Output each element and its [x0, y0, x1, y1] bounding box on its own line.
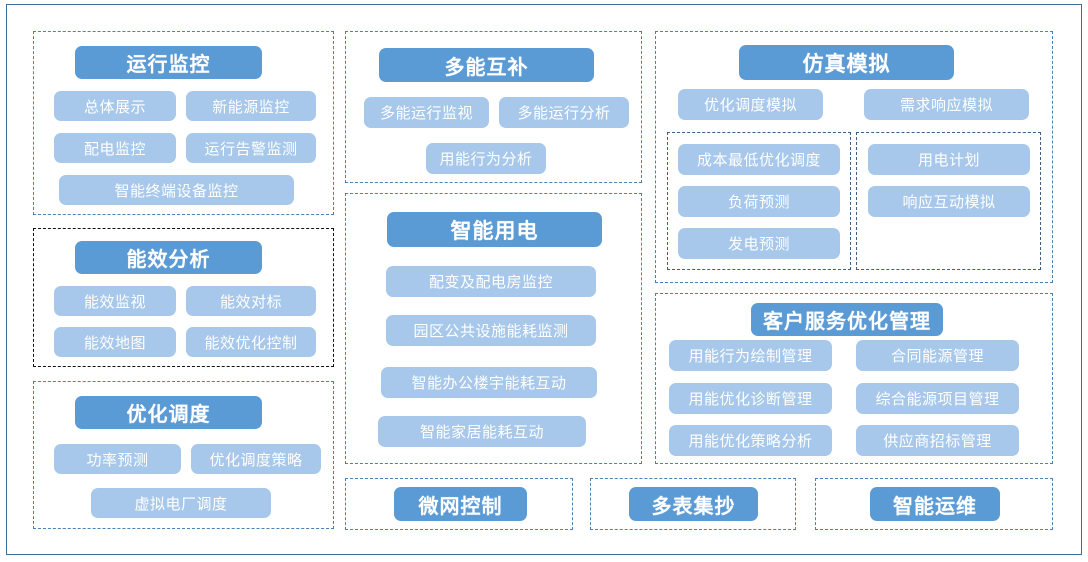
panel-header-operation-monitoring[interactable]: 运行监控	[75, 46, 262, 79]
item-optimal-dispatch-simulation[interactable]: 优化调度模拟	[678, 89, 823, 120]
item-contract-energy-management[interactable]: 合同能源管理	[856, 340, 1019, 371]
subbox-dispatch-forecast[interactable]: 成本最低优化调度 负荷预测 发电预测	[667, 132, 851, 270]
item-power-forecast[interactable]: 功率预测	[54, 444, 181, 474]
item-park-public-facility-energy-monitoring[interactable]: 园区公共设施能耗监测	[386, 315, 596, 346]
item-lowest-cost-optimal-dispatch[interactable]: 成本最低优化调度	[678, 144, 840, 175]
panel-header-customer-service-optimization[interactable]: 客户服务优化管理	[751, 303, 943, 336]
item-demand-response-simulation[interactable]: 需求响应模拟	[864, 89, 1029, 120]
panel-header-simulation[interactable]: 仿真模拟	[739, 45, 954, 80]
item-distribution-monitoring[interactable]: 配电监控	[54, 133, 176, 163]
item-electricity-usage-plan[interactable]: 用电计划	[868, 144, 1030, 175]
panel-header-smart-operation-maintenance[interactable]: 智能运维	[870, 487, 1000, 521]
item-smart-office-building-energy-interaction[interactable]: 智能办公楼宇能耗互动	[381, 367, 597, 398]
panel-energy-efficiency-analysis[interactable]: 能效分析 能效监视 能效对标 能效地图 能效优化控制	[33, 228, 334, 367]
panel-simulation[interactable]: 仿真模拟 优化调度模拟 需求响应模拟 成本最低优化调度 负荷预测 发电预测 用电…	[655, 31, 1053, 283]
item-new-energy-monitoring[interactable]: 新能源监控	[186, 91, 316, 121]
panel-smart-operation-maintenance[interactable]: 智能运维	[815, 478, 1053, 530]
item-energy-efficiency-map[interactable]: 能效地图	[54, 327, 176, 357]
subbox-demand-response[interactable]: 用电计划 响应互动模拟	[856, 132, 1041, 270]
item-multi-energy-operation-monitoring[interactable]: 多能运行监视	[364, 97, 489, 128]
panel-multi-energy-complementation[interactable]: 多能互补 多能运行监视 多能运行分析 用能行为分析	[345, 31, 642, 183]
item-energy-efficiency-optimization-control[interactable]: 能效优化控制	[186, 327, 316, 357]
item-load-forecast[interactable]: 负荷预测	[678, 186, 840, 217]
panel-header-microgrid-control[interactable]: 微网控制	[394, 487, 527, 521]
item-overall-display[interactable]: 总体展示	[54, 91, 176, 121]
outer-frame	[6, 4, 1082, 555]
item-generation-forecast[interactable]: 发电预测	[678, 228, 840, 259]
panel-header-smart-electricity-use[interactable]: 智能用电	[387, 212, 602, 247]
item-smart-home-energy-interaction[interactable]: 智能家居能耗互动	[378, 416, 586, 447]
item-energy-use-behavior-analysis[interactable]: 用能行为分析	[426, 143, 546, 174]
item-supplier-bidding-management[interactable]: 供应商招标管理	[856, 425, 1019, 456]
item-smart-terminal-device-monitoring[interactable]: 智能终端设备监控	[59, 175, 294, 205]
item-optimal-dispatch-strategy[interactable]: 优化调度策略	[191, 444, 321, 474]
panel-microgrid-control[interactable]: 微网控制	[345, 478, 573, 530]
item-transformer-and-substation-monitoring[interactable]: 配变及配电房监控	[386, 266, 596, 297]
panel-smart-electricity-use[interactable]: 智能用电 配变及配电房监控 园区公共设施能耗监测 智能办公楼宇能耗互动 智能家居…	[345, 193, 642, 464]
item-energy-efficiency-monitoring[interactable]: 能效监视	[54, 286, 176, 316]
panel-customer-service-optimization[interactable]: 客户服务优化管理 用能行为绘制管理 合同能源管理 用能优化诊断管理 综合能源项目…	[655, 293, 1053, 464]
panel-header-multi-meter-reading[interactable]: 多表集抄	[629, 487, 758, 521]
panel-optimal-dispatch[interactable]: 优化调度 功率预测 优化调度策略 虚拟电厂调度	[33, 381, 334, 529]
panel-operation-monitoring[interactable]: 运行监控 总体展示 新能源监控 配电监控 运行告警监测 智能终端设备监控	[33, 31, 334, 215]
item-energy-efficiency-benchmarking[interactable]: 能效对标	[186, 286, 316, 316]
panel-multi-meter-reading[interactable]: 多表集抄	[590, 478, 796, 530]
item-integrated-energy-project-management[interactable]: 综合能源项目管理	[856, 383, 1019, 414]
item-multi-energy-operation-analysis[interactable]: 多能运行分析	[499, 97, 629, 128]
panel-header-energy-efficiency-analysis[interactable]: 能效分析	[75, 241, 262, 274]
item-energy-optimization-diagnosis-management[interactable]: 用能优化诊断管理	[669, 383, 832, 414]
item-energy-optimization-strategy-analysis[interactable]: 用能优化策略分析	[669, 425, 832, 456]
item-energy-behavior-mapping-management[interactable]: 用能行为绘制管理	[669, 340, 832, 371]
panel-header-multi-energy-complementation[interactable]: 多能互补	[379, 48, 594, 82]
item-response-interaction-simulation[interactable]: 响应互动模拟	[868, 186, 1030, 217]
item-operation-alarm-monitoring[interactable]: 运行告警监测	[186, 133, 316, 163]
panel-header-optimal-dispatch[interactable]: 优化调度	[75, 396, 262, 429]
item-virtual-power-plant-dispatch[interactable]: 虚拟电厂调度	[91, 488, 271, 518]
